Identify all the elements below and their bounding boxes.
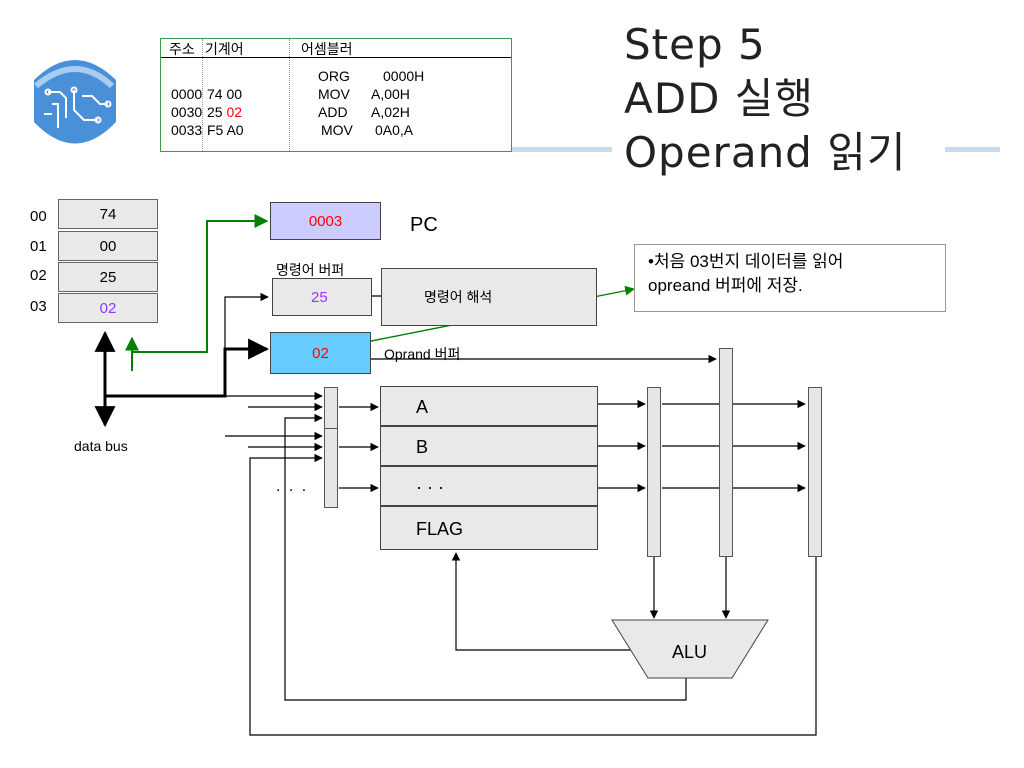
memory-address: 01 bbox=[30, 238, 47, 255]
header-assembly: 어셈블러 bbox=[301, 41, 353, 57]
row-code-plain: 25 bbox=[207, 104, 227, 120]
column-divider bbox=[289, 39, 290, 151]
memory-address: 02 bbox=[30, 267, 47, 284]
register-flag: FLAG bbox=[380, 506, 598, 550]
instruction-decoder-box: 명령어 해석 bbox=[381, 268, 597, 326]
row-address: 0030 bbox=[171, 104, 203, 120]
title-step: Step 5 bbox=[624, 20, 766, 69]
memory-address: 00 bbox=[30, 208, 47, 225]
memory-cell: 74 bbox=[58, 199, 158, 229]
register-a: A bbox=[380, 386, 598, 426]
header-divider bbox=[161, 57, 511, 58]
row-operand: 0A0,A bbox=[375, 122, 414, 138]
row-address: 0033 bbox=[171, 122, 203, 138]
note-line: •처음 03번지 데이터를 읽어 bbox=[648, 252, 844, 271]
row-mnemonic: ADD bbox=[318, 104, 348, 120]
mux-register-out bbox=[647, 387, 661, 557]
header-machine-code: 기계어 bbox=[205, 41, 244, 57]
memory-address: 03 bbox=[30, 298, 47, 315]
row-mnemonic: ORG bbox=[318, 68, 350, 84]
operand-buffer-box: 02 bbox=[270, 332, 371, 374]
row-mnemonic: MOV bbox=[318, 86, 350, 102]
instruction-buffer-box: 25 bbox=[272, 278, 372, 316]
register-more: · · · bbox=[380, 466, 598, 506]
row-mnemonic: MOV bbox=[321, 122, 353, 138]
title-subject: Operand 읽기 bbox=[624, 128, 907, 177]
operand-buffer-label: Oprand 버퍼 bbox=[384, 346, 461, 362]
row-code: 25 02 bbox=[207, 104, 242, 120]
mux-input bbox=[324, 428, 338, 508]
instruction-buffer-label: 명령어 버퍼 bbox=[276, 262, 345, 278]
mux-output bbox=[808, 387, 822, 557]
row-address: 0000 bbox=[171, 86, 203, 102]
row-code-highlight: 02 bbox=[226, 104, 243, 120]
memory-cell: 00 bbox=[58, 231, 158, 261]
code-table: 주소 기계어 어셈블러 ORG 0000H 0000 74 00 MOV A,0… bbox=[160, 38, 512, 152]
circuit-logo-icon bbox=[34, 60, 116, 144]
mux-operand bbox=[719, 348, 733, 557]
data-bus-label: data bus bbox=[74, 438, 128, 454]
memory-cell-current: 02 bbox=[58, 293, 158, 323]
memory-cell: 25 bbox=[58, 262, 158, 292]
program-counter-box: 0003 bbox=[270, 202, 381, 240]
column-divider bbox=[202, 39, 203, 151]
note-line: opreand 버퍼에 저장. bbox=[648, 276, 803, 295]
program-counter-label: PC bbox=[410, 214, 438, 236]
register-b: B bbox=[380, 426, 598, 466]
row-code: 74 00 bbox=[207, 86, 243, 102]
data-bus-lines bbox=[94, 330, 270, 428]
header-address: 주소 bbox=[169, 41, 195, 57]
note-box: •처음 03번지 데이터를 읽어 opreand 버퍼에 저장. bbox=[634, 244, 946, 312]
alu-label: ALU bbox=[672, 642, 708, 662]
row-code: F5 A0 bbox=[207, 122, 244, 138]
title-action: ADD 실행 bbox=[624, 74, 815, 123]
more-inputs-dots: . . . bbox=[276, 478, 309, 495]
row-operand: A,00H bbox=[371, 86, 410, 102]
alu-shape bbox=[611, 619, 769, 679]
row-operand: A,02H bbox=[371, 104, 410, 120]
row-operand: 0000H bbox=[383, 68, 425, 84]
